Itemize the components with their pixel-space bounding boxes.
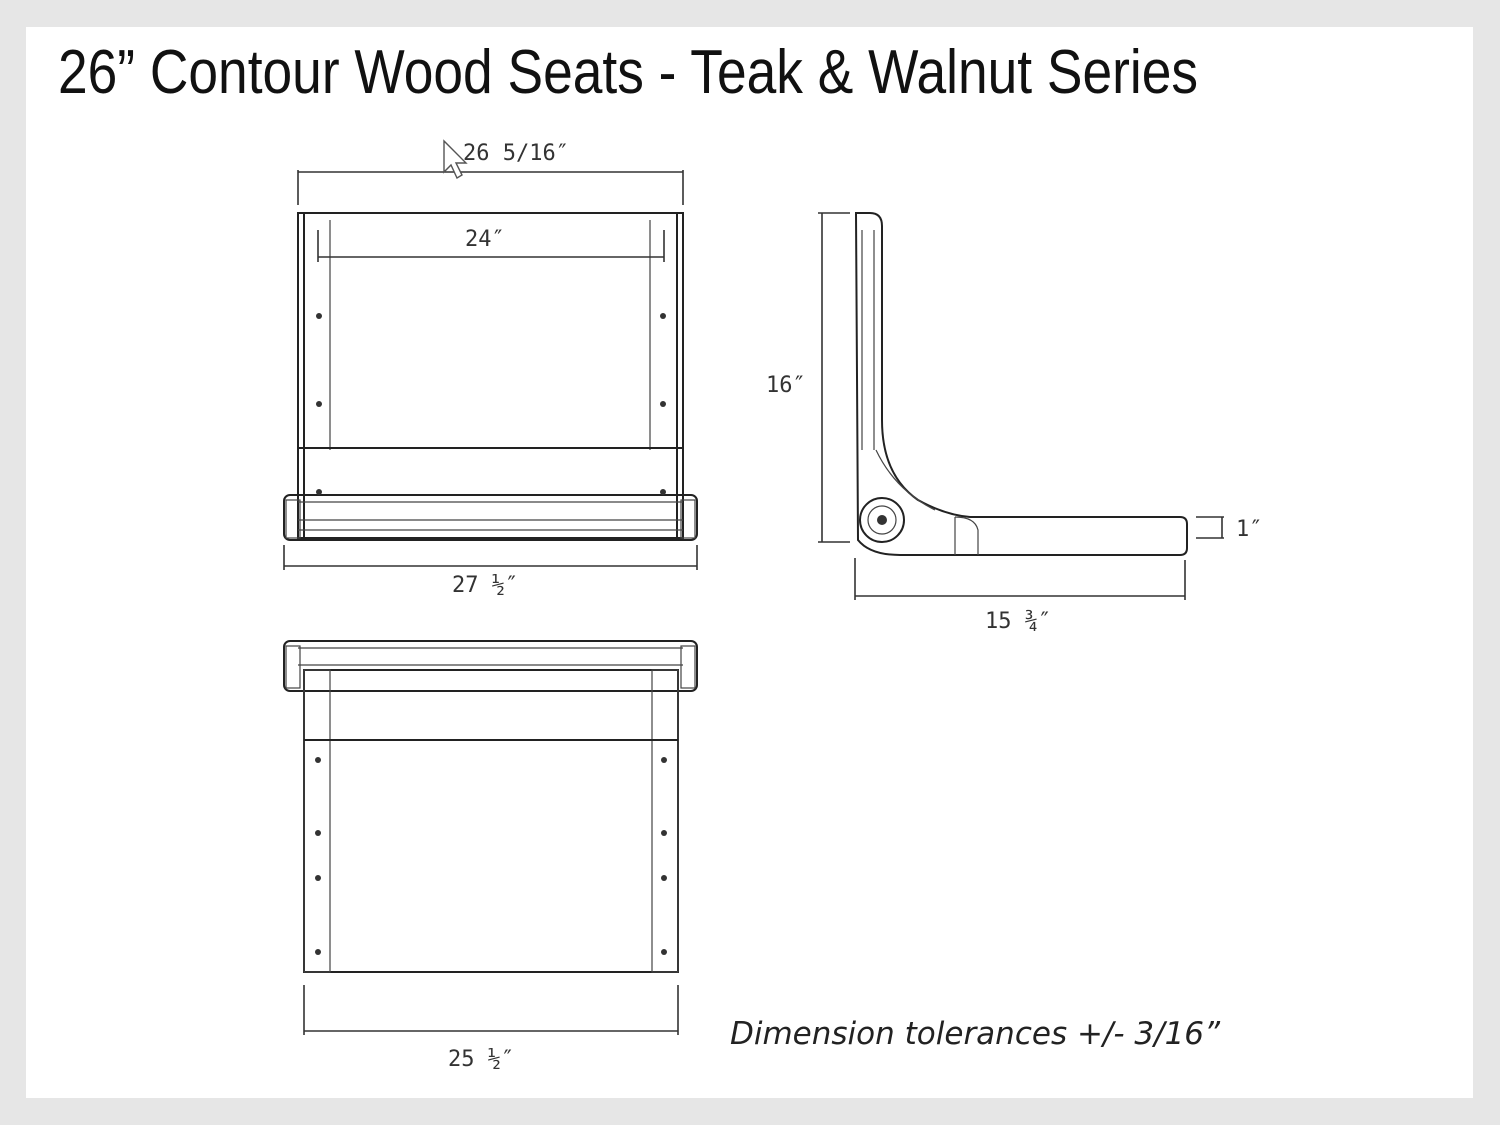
side-view <box>818 212 1224 600</box>
drawing-sheet <box>26 27 1473 1098</box>
dim-top-overall-width: 26 5/16″ <box>463 141 569 166</box>
dim-side-height: 16″ <box>766 373 806 398</box>
page-title: 26” Contour Wood Seats - Teak & Walnut S… <box>58 38 1199 107</box>
dim-front-width: 27 ½″ <box>452 573 518 598</box>
dim-top-inner-width: 24″ <box>465 227 505 252</box>
dim-seat-thickness: 1″ <box>1236 517 1263 542</box>
tolerance-note: Dimension tolerances +/- 3/16” <box>730 1016 1221 1052</box>
top-view <box>283 139 698 570</box>
cursor-icon <box>443 139 468 180</box>
bottom-view <box>283 640 698 1035</box>
dim-side-depth: 15 ¾″ <box>985 609 1051 634</box>
dim-bottom-width: 25 ½″ <box>448 1047 514 1072</box>
